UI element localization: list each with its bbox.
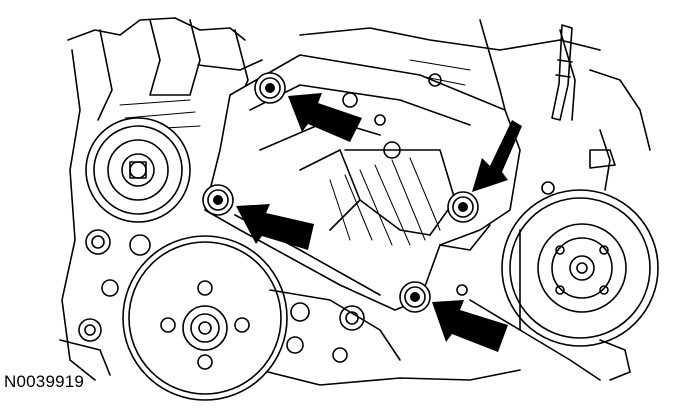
figure-id-label: N0039919 — [4, 372, 85, 391]
arrow-icon — [432, 300, 508, 352]
hose-fitting — [589, 149, 631, 381]
arrow-icon — [288, 93, 362, 142]
bolt-left — [202, 184, 234, 216]
bolt-bottom — [399, 281, 431, 313]
arrow-icon — [472, 120, 522, 192]
idler-pulley — [85, 117, 191, 223]
arrow-icon — [236, 204, 314, 250]
bolt-top — [254, 72, 286, 104]
ac-compressor-clutch — [501, 189, 659, 347]
engine-block-outline — [61, 17, 651, 386]
left-fasteners — [59, 229, 151, 376]
mounting-bolts — [202, 72, 479, 313]
water-pump-pulley — [122, 235, 288, 401]
lower-center-fasteners — [269, 289, 401, 363]
dipstick-tube — [551, 24, 573, 121]
callout-arrows — [236, 93, 522, 352]
bolt-right — [447, 191, 479, 223]
